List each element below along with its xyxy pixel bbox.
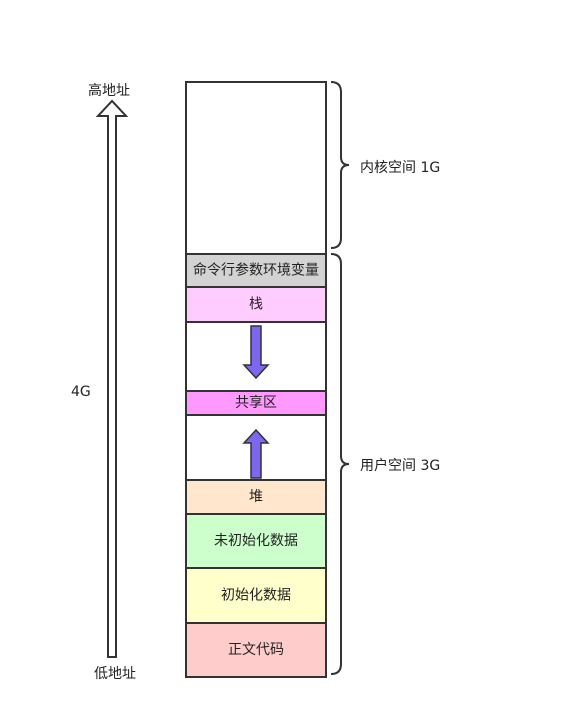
user-space-label: 用户空间 3G	[360, 458, 441, 474]
heap-growth-up-arrow-icon	[242, 428, 270, 479]
segment-bss	[185, 513, 327, 569]
segment-data-label: 初始化数据	[221, 587, 291, 604]
segment-text-label: 正文代码	[228, 642, 284, 658]
segment-kernel	[185, 81, 327, 255]
segment-data	[185, 567, 327, 624]
segment-bss-label: 未初始化数据	[214, 532, 298, 549]
high-address-label: 高地址	[88, 83, 130, 99]
segment-shared	[185, 390, 327, 416]
stack-growth-down-arrow-icon	[242, 325, 270, 380]
user-space-brace	[330, 253, 350, 675]
segment-stack-label: 栈	[249, 297, 263, 313]
kernel-space-brace	[330, 81, 350, 249]
total-size-label: 4G	[71, 384, 91, 400]
segment-text	[185, 622, 327, 678]
segment-heap-label: 堆	[249, 489, 263, 505]
kernel-space-label: 内核空间 1G	[360, 160, 441, 176]
address-direction-arrow-icon	[95, 99, 129, 658]
low-address-label: 低地址	[94, 666, 136, 682]
segment-shared-label: 共享区	[235, 394, 277, 411]
segment-stack	[185, 286, 327, 323]
segment-heap	[185, 479, 327, 515]
segment-env-label: 命令行参数环境变量	[193, 262, 319, 279]
